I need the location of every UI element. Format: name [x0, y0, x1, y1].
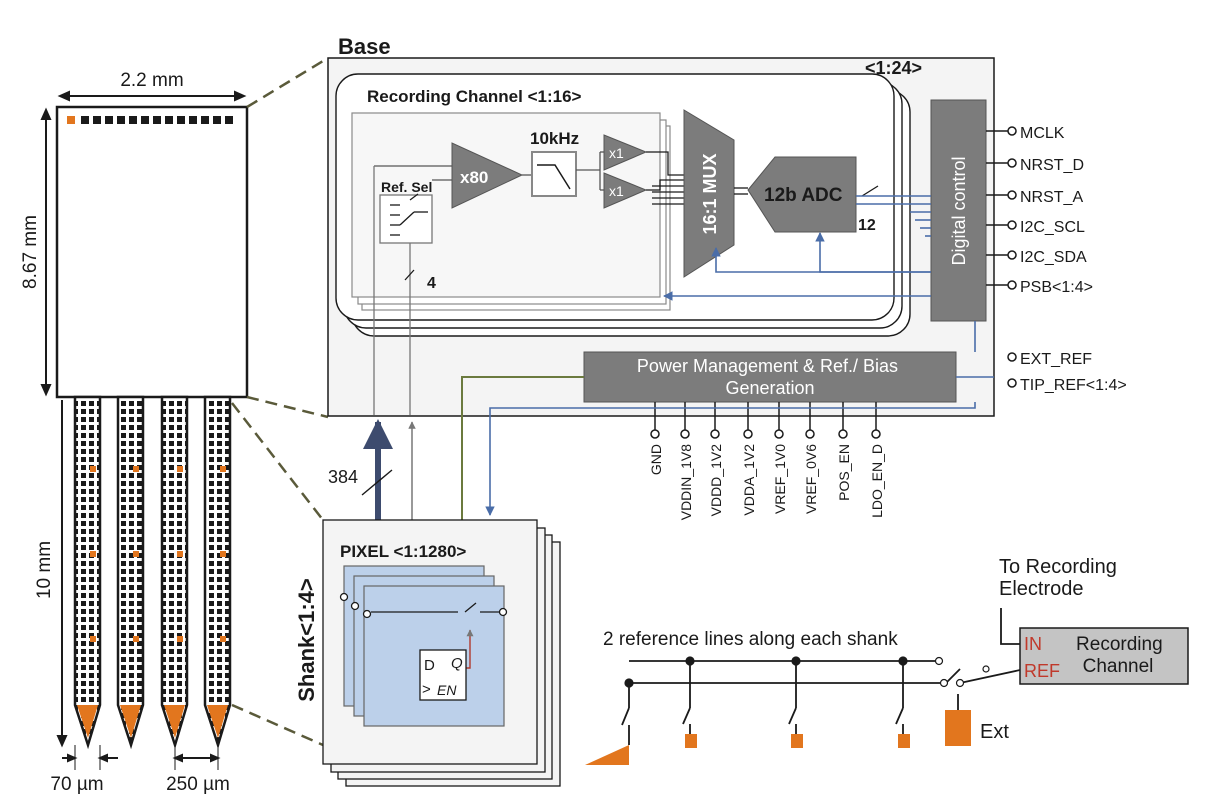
ref-bus-width: 4	[427, 275, 436, 292]
pin-nrst-a: NRST_A	[1020, 189, 1083, 206]
ref-channel-in: IN	[1024, 634, 1042, 654]
ext-reference-pad	[945, 710, 971, 746]
ff-clk: >	[422, 681, 431, 698]
shank-block: Shank<1:4> PIXEL <1:1280> D Q > EN	[294, 519, 561, 787]
pin-vref-1v0: VREF_1V0	[772, 444, 788, 514]
pin-vdda: VDDA_1V2	[741, 444, 757, 516]
reference-lines-label: 2 reference lines along each shank	[603, 629, 898, 650]
probe-shank-tips	[77, 705, 228, 738]
ref-channel-line2: Channel	[1083, 656, 1154, 677]
power-label-line1: Power Management & Ref./ Bias	[637, 356, 898, 376]
buffer-amplifier-top	[603, 134, 648, 171]
mux-label: 16:1 MUX	[700, 153, 720, 234]
ref-select-switch-icon	[390, 193, 428, 236]
power-label-line2: Generation	[725, 378, 814, 398]
gain-amplifier	[451, 142, 524, 209]
pin-vddin: VDDIN_1V8	[678, 444, 694, 520]
right-pins: MCLK NRST_D NRST_A I2C_SCL I2C_SDA PSB<1…	[986, 125, 1127, 394]
buffer-amplifier-bottom	[603, 172, 648, 209]
reference-schematic: To Recording Electrode 2 reference lines…	[585, 556, 1189, 765]
shank-label: Shank<1:4>	[294, 578, 319, 702]
base-multiplicity: <1:24>	[865, 58, 922, 78]
probe-pad-orange	[67, 116, 75, 124]
width-label: 2.2 mm	[120, 70, 183, 91]
flip-flop-box	[419, 649, 467, 701]
ref-channel-label: Recording Channel	[1076, 634, 1168, 677]
control-lines	[663, 195, 931, 301]
power-management-block	[583, 351, 957, 403]
pin-ext-ref: EXT_REF	[1020, 351, 1092, 368]
digital-control-label: Digital control	[949, 156, 969, 265]
zoom-lines	[231, 56, 329, 747]
adc-label: 12b ADC	[764, 185, 843, 206]
probe-reference-sites	[90, 466, 226, 642]
pin-i2c-scl: I2C_SCL	[1020, 219, 1085, 236]
reference-electrodes	[585, 710, 971, 765]
pin-tip-ref: TIP_REF<1:4>	[1020, 377, 1127, 394]
lowpass-icon	[537, 164, 571, 190]
base-title: Base	[338, 34, 391, 59]
bus-width-384: 384	[328, 467, 358, 487]
adc-bits: 12	[858, 217, 876, 234]
pin-i2c-sda: I2C_SDA	[1020, 249, 1087, 266]
bottom-pins: GND VDDIN_1V8 VDDD_1V2 VDDA_1V2 VREF_1V0…	[648, 402, 885, 520]
probe-dimension-lines	[40, 90, 247, 770]
pin-nrst-d: NRST_D	[1020, 157, 1084, 174]
tip-reference-electrode	[585, 745, 629, 765]
filter-label: 10kHz	[530, 129, 579, 148]
ref-channel-line1: Recording	[1076, 634, 1163, 655]
gain-label: x80	[460, 168, 488, 187]
recording-channel-title: Recording Channel <1:16>	[367, 87, 582, 106]
to-electrode-line2: Electrode	[999, 578, 1084, 600]
shank-width-label: 70 µm	[50, 774, 103, 795]
probe-shanks	[73, 395, 232, 750]
power-management-label: Power Management & Ref./ Bias Generation	[637, 356, 903, 398]
probe-pads	[81, 116, 233, 124]
ref-channel-box	[1019, 627, 1189, 685]
filter-box	[531, 151, 577, 197]
mux-block	[683, 109, 735, 278]
pin-vddd: VDDD_1V2	[708, 444, 724, 517]
ff-q: Q	[451, 655, 463, 672]
pin-mclk: MCLK	[1020, 125, 1065, 142]
to-recording-electrode: To Recording Electrode	[999, 556, 1122, 600]
ext-label: Ext	[980, 721, 1009, 743]
buffer-label-top: x1	[609, 145, 624, 161]
ff-en: EN	[437, 682, 457, 698]
probe-base-outline	[55, 105, 249, 399]
digital-control-block	[930, 99, 987, 322]
base-block: Base <1:24> Recording Channel <1:16> Ref…	[327, 34, 995, 417]
pin-psb: PSB<1:4>	[1020, 279, 1093, 296]
shank-pitch-label: 250 µm	[166, 774, 230, 795]
shank-connections	[361, 376, 976, 520]
buffer-label-bottom: x1	[609, 183, 624, 199]
ref-channel-ref: REF	[1024, 661, 1060, 681]
probe-drawing: 2.2 mm 8.67 mm 10 mm 70 µm 250 µm	[20, 70, 249, 795]
pin-vref-0v6: VREF_0V6	[803, 444, 819, 514]
to-electrode-line1: To Recording	[999, 556, 1117, 578]
pixel-label: PIXEL <1:1280>	[340, 542, 466, 561]
shank-length-label: 10 mm	[34, 541, 55, 599]
base-height-label: 8.67 mm	[20, 215, 41, 289]
adc-block	[747, 156, 857, 233]
pin-pos-en: POS_EN	[836, 444, 852, 501]
pin-ldo-en-d: LDO_EN_D	[869, 444, 885, 518]
pin-gnd: GND	[648, 444, 664, 475]
ref-select-label: Ref. Sel	[381, 179, 432, 195]
ff-d: D	[424, 657, 435, 674]
